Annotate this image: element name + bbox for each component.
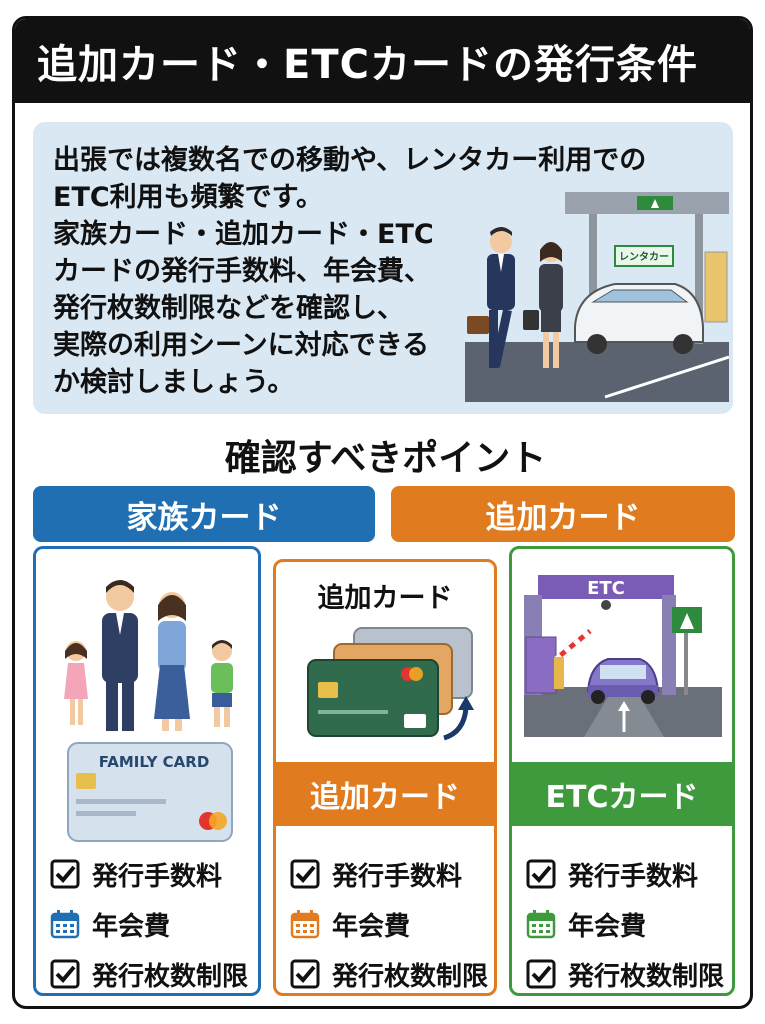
check-item-label: 発行枚数制限 [332, 961, 489, 992]
checkbox-icon [526, 959, 556, 989]
points-title: 確認すべきポイント [224, 438, 547, 479]
check-item-label: 年会費 [568, 911, 647, 942]
calendar-icon [526, 910, 556, 939]
intro-panel: 出張では複数名での移動や、レンタカー利用での ETC利用も頻繁です。 家族カード… [33, 122, 733, 414]
check-item: 発行枚数制限 [290, 949, 489, 993]
intro-text: 出張では複数名での移動や、レンタカー利用での ETC利用も頻繁です。 家族カード… [53, 142, 713, 401]
intro-line: 発行枚数制限などを確認し、 [53, 293, 404, 324]
family-illustration: FAMILY CARD [64, 580, 233, 842]
check-item: 発行枚数制限 [50, 949, 249, 993]
intro-line: 家族カード・追加カード・ETC [53, 219, 434, 250]
check-item: 年会費 [290, 899, 488, 949]
infographic-frame: 追加カード・ETCカードの発行条件 出張では複数名での移動や、レンタカー利用での… [12, 16, 753, 1009]
intro-line: 実際の利用シーンに対応できる [53, 330, 430, 361]
check-item: 年会費 [50, 899, 248, 949]
rental-car-sign: レンタカー [614, 245, 674, 267]
check-item-label: 発行手数料 [568, 861, 699, 892]
family-card-column: FAMILY CARD 発行手数料 年会費 発行枚数制限 [33, 546, 261, 996]
check-item-label: 発行枚数制限 [568, 961, 725, 992]
intro-line: 出張では複数名での移動や、レンタカー利用での [53, 145, 647, 176]
etc-card-sub-header: ETCカード [512, 762, 732, 826]
intro-line: か検討しましょう。 [53, 367, 295, 398]
check-item: 年会費 [526, 899, 724, 949]
intro-line: ETC利用も頻繁です。 [53, 182, 323, 213]
additional-card-column: 追加カード 追加カード 発行手数料 年会費 発行枚 [273, 559, 497, 996]
etc-gate-label: ETC [587, 578, 625, 599]
family-card-text: FAMILY CARD [99, 753, 210, 771]
checkbox-icon [50, 959, 80, 989]
additional-card-header: 追加カード [391, 486, 735, 542]
calendar-icon [290, 910, 320, 939]
check-item-label: 発行手数料 [332, 861, 463, 892]
checkbox-icon [50, 859, 80, 889]
intro-line: カードの発行手数料、年会費、 [53, 256, 431, 287]
additional-card-caption: 追加カード [317, 583, 453, 614]
checkbox-icon [290, 959, 320, 989]
check-item-label: 発行手数料 [92, 861, 223, 892]
family-card-header: 家族カード [33, 486, 375, 542]
check-item: 発行手数料 [50, 849, 248, 899]
rental-car-sign-text: レンタカー [619, 251, 669, 263]
calendar-icon [50, 910, 80, 939]
etc-card-column: ETC ETCカード 発行手数料 年会費 [509, 546, 735, 996]
additional-check-list: 発行手数料 年会費 発行枚数制限 [290, 849, 489, 993]
business-travel-illustration: レンタカー [465, 192, 729, 402]
check-item-label: 年会費 [92, 911, 171, 942]
additional-card-sub-header: 追加カード [276, 762, 494, 826]
checkbox-icon [526, 859, 556, 889]
check-item-label: 発行枚数制限 [92, 961, 249, 992]
etc-check-list: 発行手数料 年会費 発行枚数制限 [526, 849, 725, 993]
family-check-list: 発行手数料 年会費 発行枚数制限 [50, 849, 249, 993]
check-item: 発行枚数制限 [526, 949, 725, 993]
stacked-cards-illustration [307, 627, 474, 741]
etc-gate-illustration: ETC [524, 575, 722, 737]
check-item: 発行手数料 [290, 849, 488, 899]
page-title: 追加カード・ETCカードの発行条件 [15, 19, 750, 103]
check-item-label: 年会費 [332, 911, 411, 942]
checkbox-icon [290, 859, 320, 889]
check-item: 発行手数料 [526, 849, 724, 899]
